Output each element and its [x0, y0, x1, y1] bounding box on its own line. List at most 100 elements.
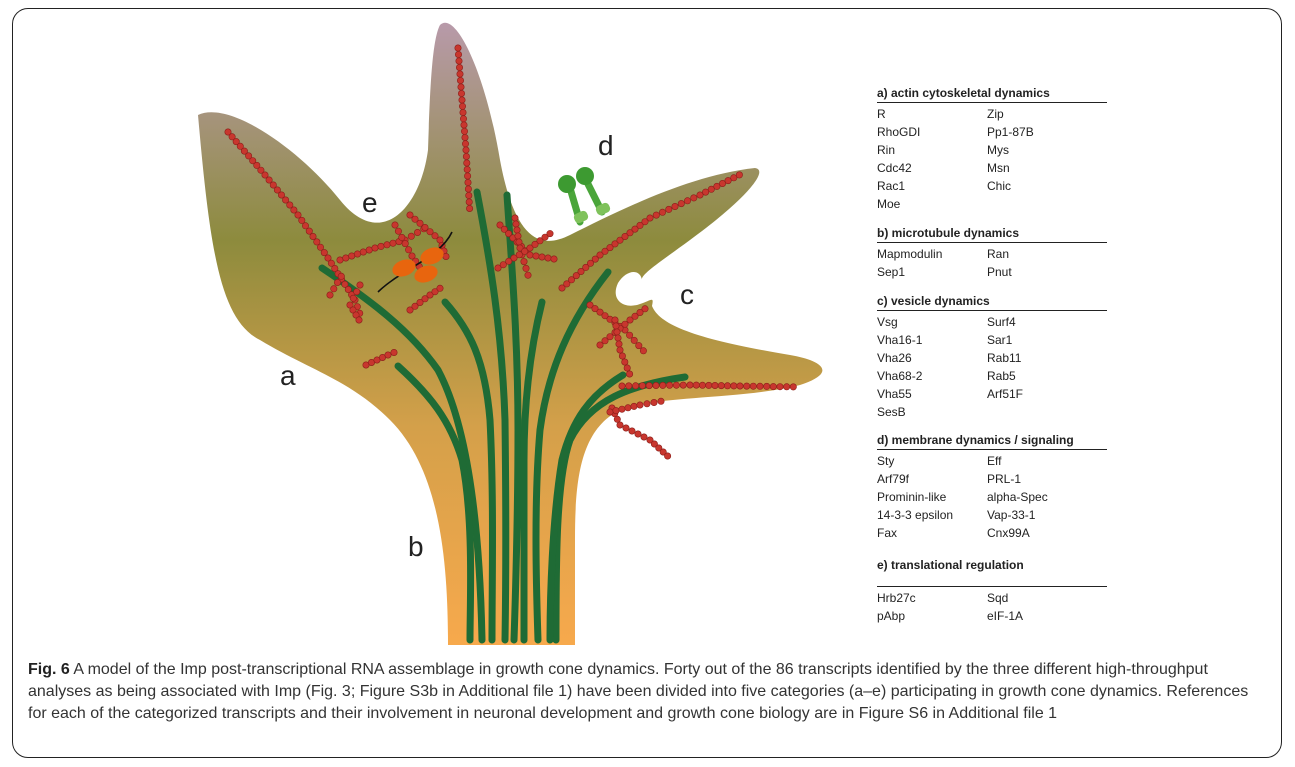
transcript-name: Cdc42	[877, 159, 987, 177]
actin-bead	[646, 382, 652, 388]
actin-bead	[790, 384, 796, 390]
actin-bead	[457, 77, 463, 83]
transcript-name: Rac1	[877, 177, 987, 195]
transcript-name: R	[877, 105, 987, 123]
membrane-receptors	[558, 167, 611, 224]
actin-bead	[460, 116, 466, 122]
actin-bead	[777, 384, 783, 390]
actin-bead	[523, 265, 529, 271]
actin-bead	[456, 64, 462, 70]
actin-bead	[354, 289, 360, 295]
actin-bead	[513, 221, 519, 227]
transcript-name: Mys	[987, 141, 1097, 159]
actin-bead	[659, 209, 665, 215]
actin-bead	[629, 428, 635, 434]
actin-bead	[622, 359, 628, 365]
actin-bead	[327, 292, 333, 298]
transcript-name: Vha26	[877, 349, 987, 367]
actin-bead	[625, 405, 631, 411]
actin-bead	[641, 434, 647, 440]
actin-bead	[331, 286, 337, 292]
actin-bead	[614, 329, 620, 335]
transcript-name: Hrb27c	[877, 589, 987, 607]
actin-bead	[402, 240, 408, 246]
actin-bead	[455, 51, 461, 57]
actin-bead	[635, 431, 641, 437]
actin-bead	[464, 166, 470, 172]
actin-bead	[391, 349, 397, 355]
transcript-name: Zip	[987, 105, 1097, 123]
transcript-name: Vha55	[877, 385, 987, 403]
actin-bead	[465, 186, 471, 192]
actin-bead	[653, 212, 659, 218]
actin-bead	[712, 382, 718, 388]
actin-bead	[390, 240, 396, 246]
actin-bead	[366, 247, 372, 253]
actin-bead	[372, 245, 378, 251]
category-e: e) translational regulation Hrb27cSqdpAb…	[877, 558, 1107, 625]
actin-bead	[458, 84, 464, 90]
actin-bead	[545, 255, 551, 261]
actin-bead	[539, 254, 545, 260]
actin-bead	[687, 382, 693, 388]
actin-bead	[354, 251, 360, 257]
actin-bead	[463, 153, 469, 159]
actin-bead	[615, 335, 621, 341]
caption-label: Fig. 6	[28, 661, 70, 678]
category-title: c) vesicle dynamics	[877, 294, 1107, 311]
actin-bead	[636, 342, 642, 348]
transcript-name: Arf51F	[987, 385, 1097, 403]
actin-bead	[338, 273, 344, 279]
category-b: b) microtubule dynamics MapmodulinRanSep…	[877, 226, 1107, 281]
growth-cone-body	[198, 23, 822, 645]
actin-bead	[691, 195, 697, 201]
actin-bead	[515, 233, 521, 239]
actin-bead	[642, 306, 648, 312]
actin-bead	[623, 425, 629, 431]
category-title: a) actin cytoskeletal dynamics	[877, 86, 1107, 103]
actin-bead	[631, 403, 637, 409]
actin-bead	[334, 279, 340, 285]
category-rows: Hrb27cSqdpAbpeIF-1A	[877, 589, 1107, 625]
actin-bead	[637, 402, 643, 408]
actin-bead	[617, 347, 623, 353]
actin-bead	[466, 205, 472, 211]
actin-bead	[617, 422, 623, 428]
actin-bead	[770, 383, 776, 389]
transcript-name: Eff	[987, 452, 1097, 470]
transcript-name: PRL-1	[987, 470, 1097, 488]
actin-bead	[626, 383, 632, 389]
actin-bead	[512, 215, 518, 221]
actin-bead	[724, 383, 730, 389]
actin-bead	[651, 399, 657, 405]
transcript-name: Arf79f	[877, 470, 987, 488]
actin-bead	[463, 147, 469, 153]
transcript-name: Sty	[877, 452, 987, 470]
vesicle-notch	[617, 277, 643, 303]
actin-bead	[666, 206, 672, 212]
category-title: d) membrane dynamics / signaling	[877, 433, 1107, 450]
actin-bead	[384, 242, 390, 248]
actin-bead	[461, 122, 467, 128]
actin-bead	[647, 215, 653, 221]
transcript-name: Prominin-like	[877, 488, 987, 506]
actin-bead	[356, 317, 362, 323]
actin-bead	[343, 255, 349, 261]
actin-bead	[516, 239, 522, 245]
actin-bead	[626, 332, 632, 338]
transcript-name	[987, 403, 1097, 421]
actin-bead	[718, 382, 724, 388]
transcript-name: Pnut	[987, 263, 1097, 281]
actin-bead	[672, 203, 678, 209]
actin-bead	[744, 383, 750, 389]
actin-bead	[461, 128, 467, 134]
actin-bead	[607, 409, 613, 415]
actin-bead	[392, 222, 398, 228]
category-title: b) microtubule dynamics	[877, 226, 1107, 243]
actin-bead	[533, 253, 539, 259]
actin-bead	[613, 323, 619, 329]
actin-bead	[458, 90, 464, 96]
